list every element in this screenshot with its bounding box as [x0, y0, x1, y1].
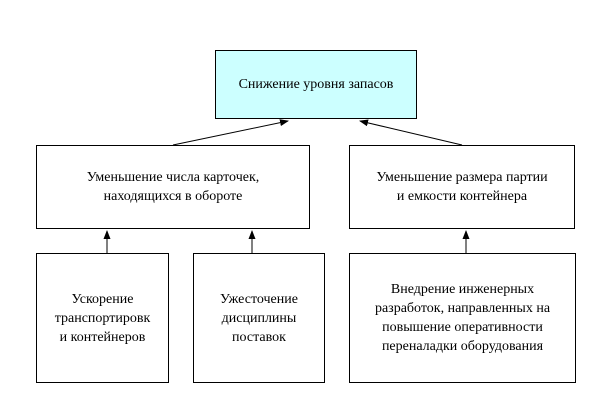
node-speed-up-transport: Ускорение транспортировк и контейнеров [36, 253, 169, 383]
arrow-right-to-top [359, 119, 463, 146]
node-label: Уменьшение размера партии и емкости конт… [376, 170, 548, 204]
node-reduce-inventory-level: Снижение уровня запасов [215, 50, 417, 119]
node-label: Ужесточение дисциплины поставок [220, 291, 298, 345]
arrow-left-to-top [172, 119, 289, 146]
node-label: Уменьшение числа карточек, находящихся в… [86, 170, 260, 204]
node-engineering-developments: Внедрение инженерных разработок, направл… [349, 253, 576, 383]
node-reduce-batch-size: Уменьшение размера партии и емкости конт… [349, 145, 575, 229]
node-label: Ускорение транспортировк и контейнеров [54, 291, 151, 345]
node-reduce-cards-count: Уменьшение числа карточек, находящихся в… [36, 145, 310, 229]
node-label: Внедрение инженерных разработок, направл… [374, 282, 551, 354]
node-label: Снижение уровня запасов [238, 77, 394, 92]
node-tighten-delivery-discipline: Ужесточение дисциплины поставок [193, 253, 325, 383]
